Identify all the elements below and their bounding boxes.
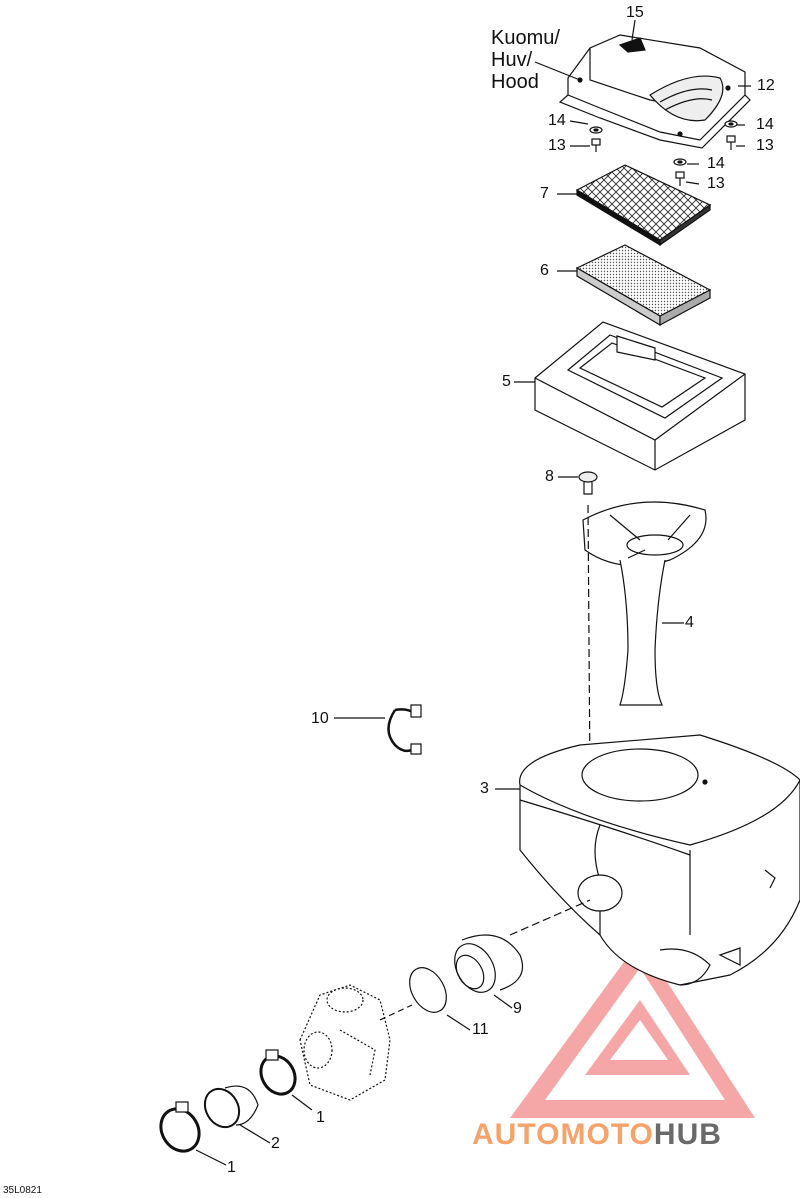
hood-label-line-1: Kuomu/ [491,27,560,49]
callout-3: 3 [480,780,489,797]
callout-8: 8 [545,468,554,485]
clip-part [334,704,422,755]
callout-10: 10 [311,710,329,727]
intake-tube [582,501,707,781]
drawing-code: 35L0821 [3,1185,42,1196]
callout-7: 7 [540,185,549,202]
callout-4: 4 [685,614,694,631]
watermark-text: AUTOMOTOHUB [472,1118,722,1152]
callout-14-left: 14 [548,112,566,129]
callout-15: 15 [626,4,644,21]
filter-box [514,321,746,471]
callout-13-left: 13 [548,137,566,154]
push-fastener [558,471,598,495]
watermark-text-part-2: HUB [653,1118,722,1151]
rubber-boot [203,1085,271,1144]
watermark-text-part-1: AUTOMOTO [472,1118,654,1151]
screen-filter [557,164,712,247]
callout-9: 9 [513,1000,522,1017]
callout-14-right: 14 [756,116,774,133]
callout-13-center: 13 [707,175,725,192]
foam-filter [557,244,712,327]
carburetor-outline [299,984,391,1101]
hood-label: Kuomu/ Huv/ Hood [491,27,560,93]
clamp-right [259,1049,313,1111]
watermark-logo [510,940,755,1118]
callout-1-left: 1 [227,1159,236,1176]
callout-11: 11 [472,1021,489,1038]
coupling-boot [454,899,591,1009]
callout-5: 5 [502,373,511,390]
hood-label-line-3: Hood [491,71,539,93]
callout-13-right: 13 [756,137,774,154]
gasket-ring [379,967,471,1031]
clamp-left [159,1101,227,1166]
callout-14-center: 14 [707,155,725,172]
washer-screw-set [569,120,745,186]
callout-12: 12 [757,77,775,94]
callout-1-right: 1 [316,1109,325,1126]
hood-part [534,19,751,149]
callout-6: 6 [540,262,549,279]
callout-2: 2 [271,1135,280,1152]
silencer-body [495,734,800,986]
hood-label-line-2: Huv/ [491,49,533,71]
